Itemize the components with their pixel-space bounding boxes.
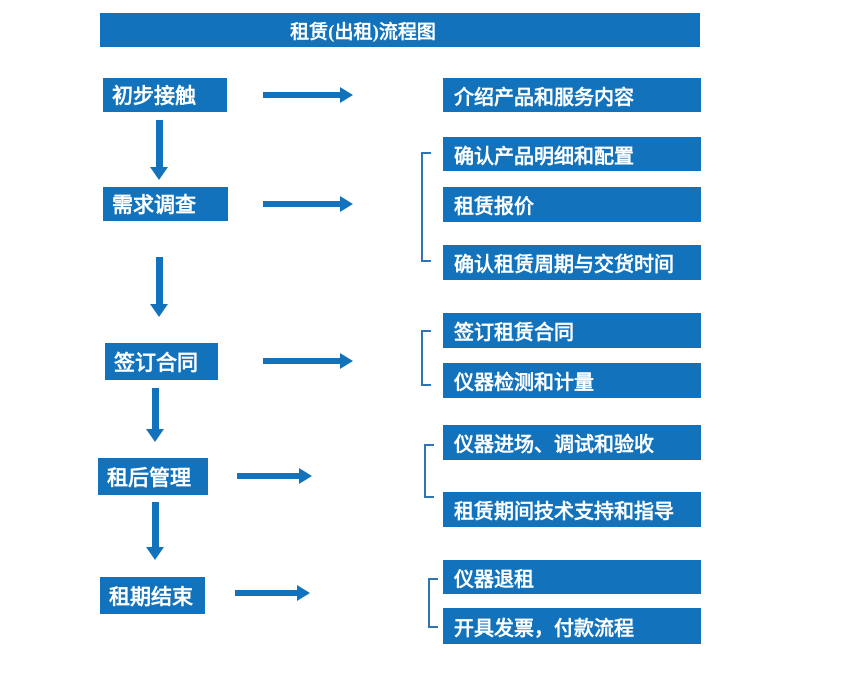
step-box-demand-survey: 需求调查 — [103, 187, 228, 221]
step-box-rental-end: 租期结束 — [100, 577, 205, 614]
step-box-initial-contact: 初步接触 — [103, 78, 227, 112]
output-box-technical-support-guidance: 租赁期间技术支持和指导 — [443, 492, 701, 527]
arrow-right-icon — [263, 87, 353, 103]
arrow-head — [146, 547, 164, 560]
output-box-invoice-payment-process: 开具发票，付款流程 — [443, 608, 701, 644]
group-bracket-icon — [424, 444, 434, 498]
arrow-shaft — [263, 92, 340, 98]
arrow-shaft — [263, 201, 340, 207]
arrow-shaft — [151, 502, 159, 547]
arrow-head — [340, 87, 353, 103]
arrow-head — [150, 167, 168, 180]
group-bracket-icon — [428, 578, 438, 628]
output-box-instrument-setup-acceptance: 仪器进场、调试和验收 — [443, 425, 701, 460]
arrow-head — [299, 468, 312, 484]
arrow-shaft — [237, 473, 299, 479]
arrow-right-icon — [263, 196, 353, 212]
arrow-head — [146, 429, 164, 442]
step-box-post-rental-management: 租后管理 — [98, 458, 208, 495]
output-box-confirm-rental-period-delivery: 确认租赁周期与交货时间 — [443, 245, 701, 280]
output-box-instrument-testing-calibration: 仪器检测和计量 — [443, 363, 701, 398]
step-box-sign-contract: 签订合同 — [105, 343, 218, 380]
output-box-rental-quote: 租赁报价 — [443, 187, 701, 222]
arrow-down-icon — [150, 257, 168, 317]
arrow-down-icon — [146, 388, 164, 442]
group-bracket-icon — [421, 330, 431, 386]
flowchart-title: 租赁(出租)流程图 — [290, 21, 436, 43]
group-bracket-icon — [421, 152, 431, 262]
flowchart-title-bar: 租赁(出租)流程图 — [100, 13, 700, 47]
arrow-head — [340, 196, 353, 212]
arrow-down-icon — [146, 502, 164, 560]
arrow-right-icon — [237, 468, 312, 484]
arrow-head — [150, 304, 168, 317]
arrow-right-icon — [235, 585, 310, 601]
arrow-shaft — [155, 257, 163, 304]
output-box-instrument-return: 仪器退租 — [443, 560, 701, 594]
arrow-shaft — [235, 590, 297, 596]
arrow-head — [340, 353, 353, 369]
arrow-shaft — [263, 358, 340, 364]
arrow-down-icon — [150, 120, 168, 180]
output-box-sign-rental-contract: 签订租赁合同 — [443, 313, 701, 348]
output-box-introduce-products-services: 介绍产品和服务内容 — [443, 78, 701, 112]
arrow-head — [297, 585, 310, 601]
output-box-confirm-product-details: 确认产品明细和配置 — [443, 137, 701, 171]
arrow-right-icon — [263, 353, 353, 369]
arrow-shaft — [151, 388, 159, 429]
arrow-shaft — [155, 120, 163, 167]
